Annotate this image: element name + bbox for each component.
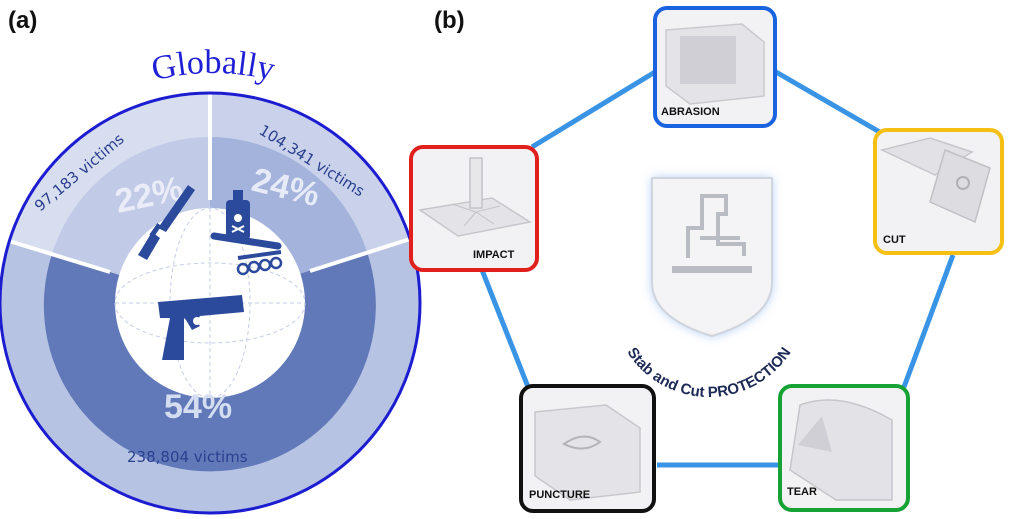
puncture-label: PUNCTURE <box>529 489 590 501</box>
puncture-block-icon <box>534 404 641 501</box>
panel-b-label: (b) <box>434 7 465 34</box>
abrasion-label: ABRASION <box>661 106 720 118</box>
tear-label: TEAR <box>787 486 817 498</box>
divider-left <box>8 239 111 274</box>
node-cut: CUT <box>873 128 1004 255</box>
abrasion-block-icon <box>665 23 765 105</box>
poison-bottle-icon <box>226 190 250 240</box>
knife-icon <box>138 185 195 260</box>
node-puncture: PUNCTURE <box>519 384 656 513</box>
pentagon-edges <box>479 69 956 468</box>
club-icon <box>210 232 282 250</box>
impact-label: IMPACT <box>473 249 515 261</box>
globally-title: Globally <box>148 44 278 88</box>
victims-firearm: 238,804 victims <box>127 448 248 466</box>
node-tear: TEAR <box>778 384 910 512</box>
cut-blade-icon <box>879 137 991 224</box>
tear-sheet-icon <box>789 399 893 501</box>
node-abrasion: ABRASION <box>653 6 777 128</box>
brass-knuckles-icon <box>236 250 283 276</box>
globally-title-text: Globally <box>148 44 278 88</box>
node-impact: IMPACT <box>409 145 539 272</box>
outer-ring <box>0 91 422 515</box>
panel-b: (b) Stab and Cut PROTECTION <box>409 6 1004 513</box>
impact-striker-icon <box>418 157 532 237</box>
panel-a: (a) Globally <box>0 7 422 515</box>
protection-shield <box>651 177 773 338</box>
glove-symbol-icon <box>686 194 746 258</box>
divider-right <box>309 237 411 273</box>
percent-firearm: 54% <box>164 388 232 426</box>
pistol-icon <box>158 295 244 360</box>
shield-bar <box>672 266 752 273</box>
cut-label: CUT <box>883 234 906 246</box>
panel-a-label: (a) <box>8 7 37 34</box>
